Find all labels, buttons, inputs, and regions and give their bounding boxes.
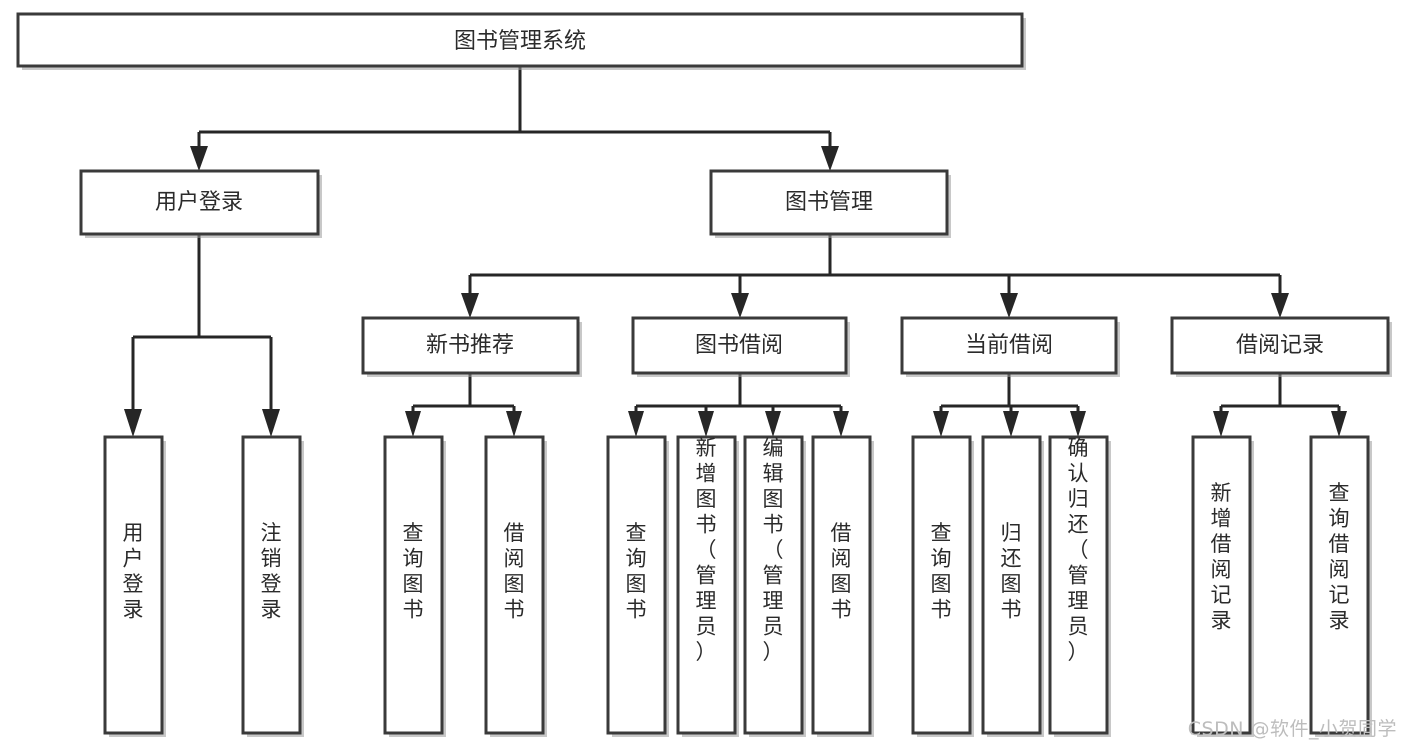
node-label-leaf-query-book-recommend: 查询图书 — [403, 521, 424, 622]
node-label-new-book-recommend: 新书推荐 — [426, 333, 514, 358]
arrow-head-icon — [1331, 411, 1347, 437]
node-leaf-query-borrow-record[interactable]: 查询借阅记录 — [1309, 435, 1372, 737]
node-box[interactable] — [900, 316, 1118, 375]
node-leaf-user-login[interactable]: 用户登录 — [103, 435, 166, 737]
node-label-current-borrow: 当前借阅 — [965, 333, 1053, 358]
node-book-management[interactable]: 图书管理 — [709, 169, 951, 238]
node-leaf-query-book-current[interactable]: 查询图书 — [911, 435, 974, 737]
node-leaf-confirm-return[interactable]: 确认归还（管理员） — [1048, 435, 1111, 737]
node-leaf-edit-book[interactable]: 编辑图书（管理员） — [743, 435, 806, 737]
node-label-leaf-return-book: 归还图书 — [1001, 521, 1022, 622]
node-root[interactable]: 图书管理系统 — [16, 12, 1026, 70]
node-box[interactable] — [241, 435, 302, 735]
node-user-login[interactable]: 用户登录 — [79, 169, 322, 238]
node-box[interactable] — [676, 435, 737, 735]
arrow-head-icon — [1003, 411, 1019, 437]
arrow-head-icon — [1070, 411, 1086, 437]
node-label-leaf-borrow-book: 借阅图书 — [831, 521, 852, 622]
node-current-borrow[interactable]: 当前借阅 — [900, 316, 1120, 377]
arrow-head-icon — [933, 411, 949, 437]
node-label-book-management: 图书管理 — [785, 190, 873, 215]
node-new-book-recommend[interactable]: 新书推荐 — [361, 316, 582, 377]
node-box[interactable] — [709, 169, 949, 236]
node-leaf-add-borrow-record[interactable]: 新增借阅记录 — [1191, 435, 1254, 737]
node-box[interactable] — [383, 435, 444, 735]
node-leaf-borrow-book[interactable]: 借阅图书 — [811, 435, 874, 737]
arrow-head-icon — [461, 293, 479, 318]
node-leaf-add-book[interactable]: 新增图书（管理员） — [676, 435, 739, 737]
arrow-head-icon — [833, 411, 849, 437]
arrow-head-icon — [506, 411, 522, 437]
node-box[interactable] — [911, 435, 972, 735]
arrow-head-icon — [1213, 411, 1229, 437]
node-box[interactable] — [743, 435, 804, 735]
node-box[interactable] — [484, 435, 545, 735]
node-box[interactable] — [16, 12, 1024, 68]
node-box[interactable] — [811, 435, 872, 735]
arrow-head-icon — [765, 411, 781, 437]
arrow-head-icon — [262, 409, 280, 437]
node-label-leaf-query-book-borrow: 查询图书 — [626, 521, 647, 622]
arrow-head-icon — [124, 409, 142, 437]
node-label-leaf-add-book: 新增图书（管理员） — [696, 436, 717, 664]
node-box[interactable] — [606, 435, 667, 735]
node-leaf-query-book-borrow[interactable]: 查询图书 — [606, 435, 669, 737]
arrow-head-icon — [821, 146, 839, 171]
arrow-head-icon — [1271, 293, 1289, 318]
arrow-head-icon — [1000, 293, 1018, 318]
node-label-leaf-edit-book: 编辑图书（管理员） — [763, 436, 784, 664]
watermark: CSDN @软件_小贺同学 — [1187, 718, 1397, 740]
node-box[interactable] — [981, 435, 1042, 735]
node-label-leaf-logout: 注销登录 — [261, 521, 282, 622]
node-leaf-logout[interactable]: 注销登录 — [241, 435, 304, 737]
node-box[interactable] — [1048, 435, 1109, 735]
node-borrow-record[interactable]: 借阅记录 — [1170, 316, 1392, 377]
node-leaf-borrow-book-recommend[interactable]: 借阅图书 — [484, 435, 547, 737]
node-box[interactable] — [1170, 316, 1390, 375]
node-leaf-return-book[interactable]: 归还图书 — [981, 435, 1044, 737]
node-label-leaf-add-borrow-record: 新增借阅记录 — [1211, 481, 1232, 633]
connector-layer — [124, 66, 1347, 437]
node-label-leaf-query-borrow-record: 查询借阅记录 — [1329, 481, 1350, 633]
arrow-head-icon — [405, 411, 421, 437]
node-label-book-borrow: 图书借阅 — [695, 333, 783, 358]
node-box[interactable] — [103, 435, 164, 735]
node-label-user-login: 用户登录 — [155, 190, 243, 215]
arrow-head-icon — [628, 411, 644, 437]
arrow-head-icon — [698, 411, 714, 437]
node-box[interactable] — [1191, 435, 1252, 735]
node-label-leaf-query-book-current: 查询图书 — [931, 521, 952, 622]
node-label-root: 图书管理系统 — [454, 29, 586, 54]
arrow-head-icon — [731, 293, 749, 318]
node-box[interactable] — [361, 316, 580, 375]
node-leaf-query-book-recommend[interactable]: 查询图书 — [383, 435, 446, 737]
arrow-head-icon — [190, 146, 208, 171]
node-label-borrow-record: 借阅记录 — [1236, 333, 1324, 358]
node-label-leaf-confirm-return: 确认归还（管理员） — [1068, 436, 1089, 664]
node-label-leaf-user-login: 用户登录 — [123, 521, 144, 622]
node-book-borrow[interactable]: 图书借阅 — [631, 316, 850, 377]
node-box[interactable] — [631, 316, 848, 375]
node-box[interactable] — [1309, 435, 1370, 735]
node-box[interactable] — [79, 169, 320, 236]
node-label-leaf-borrow-book-recommend: 借阅图书 — [504, 521, 525, 622]
